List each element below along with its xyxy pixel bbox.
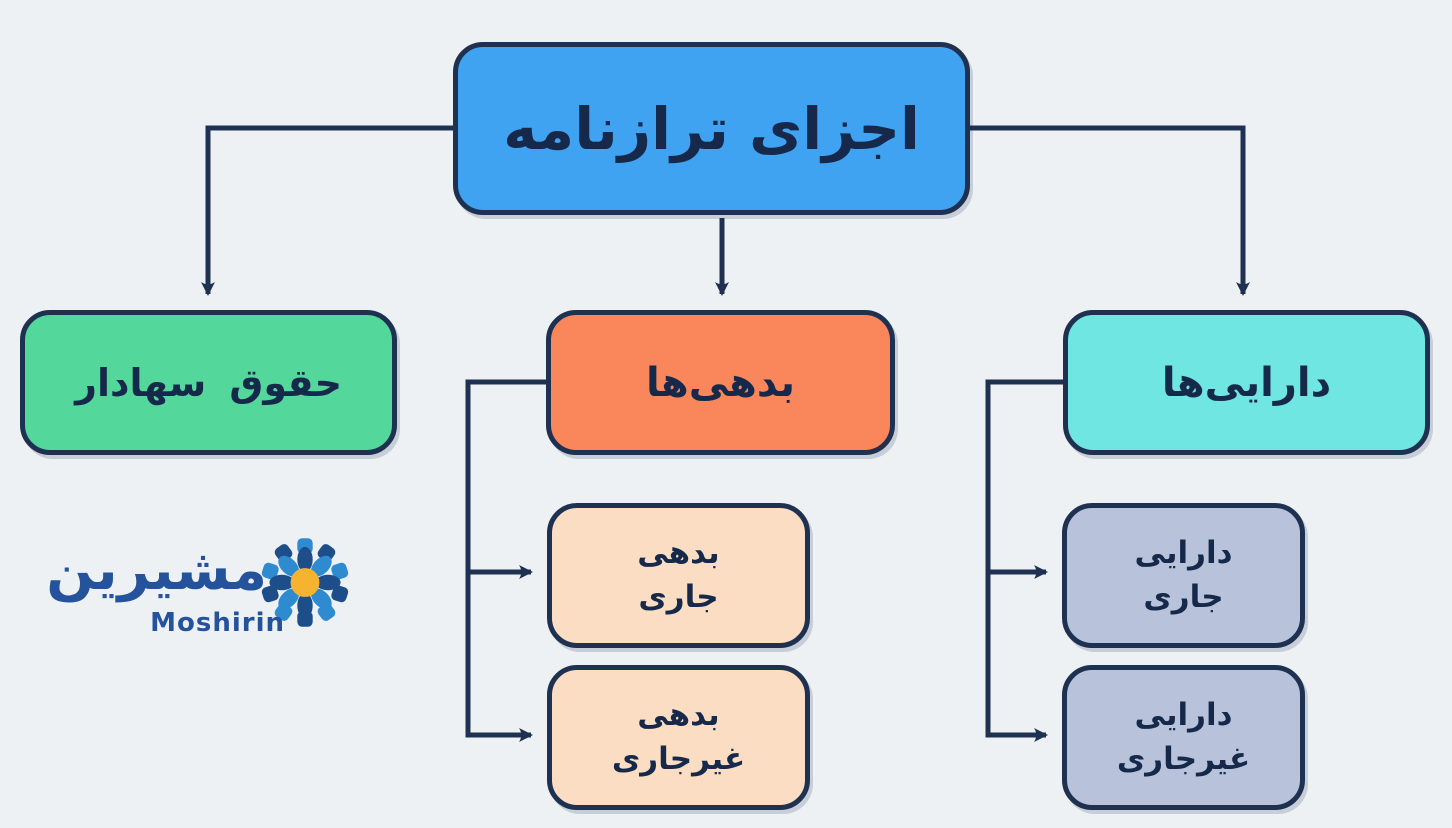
node-label: حقوق سهادار xyxy=(75,360,342,405)
node-label: اجزای ترازنامه xyxy=(503,94,920,163)
node-label-line1: بدهی xyxy=(637,697,720,734)
node-label: بدهی‌ها xyxy=(645,359,796,406)
node-assets: دارایی‌ها xyxy=(1063,310,1430,455)
node-noncurrent-liabilities: بدهی غیرجاری xyxy=(547,665,810,810)
edge-root-equity xyxy=(201,125,453,296)
logo-wordmark-latin: Moshirin xyxy=(150,608,285,638)
node-liabilities: بدهی‌ها xyxy=(546,310,895,455)
flower-center xyxy=(290,568,320,597)
node-label-line2: غیرجاری xyxy=(611,740,746,777)
logo-flower-icon xyxy=(261,538,349,627)
node-current-liabilities: بدهی جاری xyxy=(547,503,810,648)
node-label-line2: غیرجاری xyxy=(1116,740,1251,777)
edge-root-assets xyxy=(970,125,1250,296)
node-label-line1: دارایی xyxy=(1134,697,1233,734)
node-balance-sheet-title: اجزای ترازنامه xyxy=(453,42,970,215)
flower-inner-petals xyxy=(269,546,341,619)
logo-wordmark-farsi: مشیرین xyxy=(46,538,267,603)
node-noncurrent-assets: دارایی غیرجاری xyxy=(1062,665,1305,810)
node-label-line1: دارایی xyxy=(1134,535,1233,572)
node-label: دارایی‌ها xyxy=(1161,359,1332,406)
node-shareholders-equity: حقوق سهادار xyxy=(20,310,397,455)
flower-outer-petals xyxy=(261,538,349,627)
node-label-line1: بدهی xyxy=(637,535,720,572)
edge-liabilities-noncurrent xyxy=(465,572,533,742)
node-current-assets: دارایی جاری xyxy=(1062,503,1305,648)
edge-liabilities-current xyxy=(465,379,546,579)
node-label-line2: جاری xyxy=(638,578,719,615)
brand-logo: مشیرین Moshirin xyxy=(46,520,355,665)
node-label-line2: جاری xyxy=(1143,578,1224,615)
edge-assets-current xyxy=(985,379,1063,579)
edge-assets-noncurrent xyxy=(985,572,1048,742)
